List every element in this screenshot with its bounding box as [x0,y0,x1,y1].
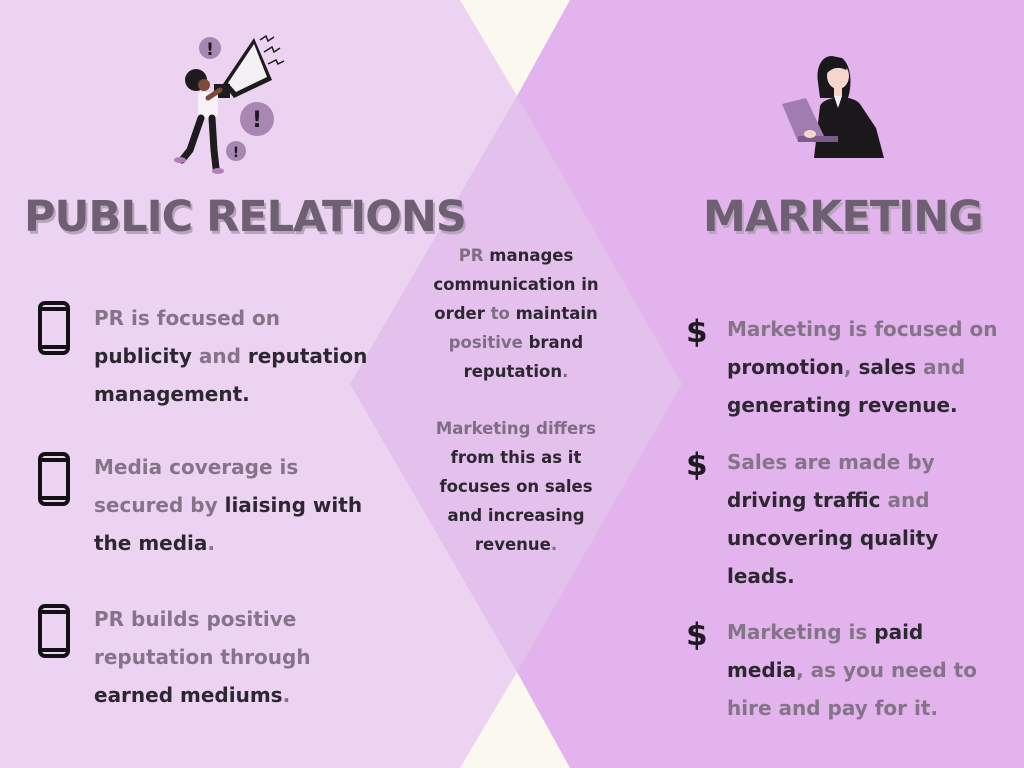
center-comparison-bottom: Marketing differs from this as it focuse… [435,419,597,554]
smartphone-icon [38,604,70,658]
marketing-title: MARKETING [703,192,983,242]
center-comparison-top: PR manages communication in order to mai… [433,246,599,381]
pr-point-3: PR builds positive reputation through ea… [94,607,311,707]
marketing-point-3: Marketing is paid media, as you need to … [727,620,977,720]
svg-text:!: ! [252,108,262,133]
dollar-icon: $ [686,314,708,350]
smartphone-icon [38,452,70,506]
left-panel [0,0,517,768]
megaphone-person-icon: ! ! ! [174,34,285,174]
public-relations-title: PUBLIC RELATIONS [24,192,467,242]
smartphone-icon [38,301,70,355]
marketing-point-1: Marketing is focused on promotion, sales… [727,317,998,417]
svg-text:!: ! [233,145,239,161]
right-panel [517,0,1024,768]
svg-text:!: ! [206,40,214,60]
woman-laptop-icon [782,56,884,158]
marketing-point-2: Sales are made by driving traffic and un… [727,450,939,588]
pr-point-2: Media coverage is secured by liaising wi… [94,455,363,555]
center-diamond [350,96,682,672]
dollar-icon: $ [686,617,708,653]
pr-point-1: PR is focused on publicity and reputatio… [94,306,368,406]
dollar-icon: $ [686,447,708,483]
